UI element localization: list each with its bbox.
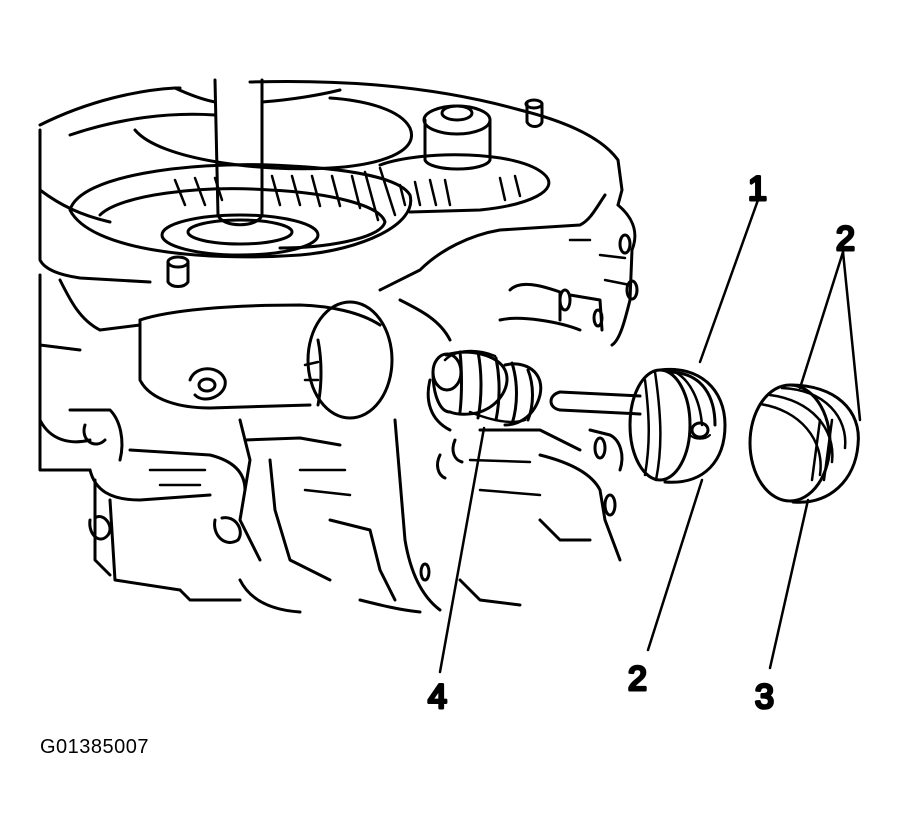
figure-id-label: G01385007: [40, 736, 150, 758]
leader-lines: [438, 198, 862, 674]
callout-4: 4: [428, 678, 447, 716]
callout-3: 3: [755, 678, 774, 716]
piston: [549, 367, 727, 484]
spring: [431, 349, 543, 427]
transmission-housing: [38, 78, 639, 614]
callout-2-bottom: 2: [628, 660, 647, 698]
callout-2-top: 2: [836, 220, 855, 258]
cover-plug: [748, 383, 860, 504]
callout-1: 1: [748, 170, 767, 208]
